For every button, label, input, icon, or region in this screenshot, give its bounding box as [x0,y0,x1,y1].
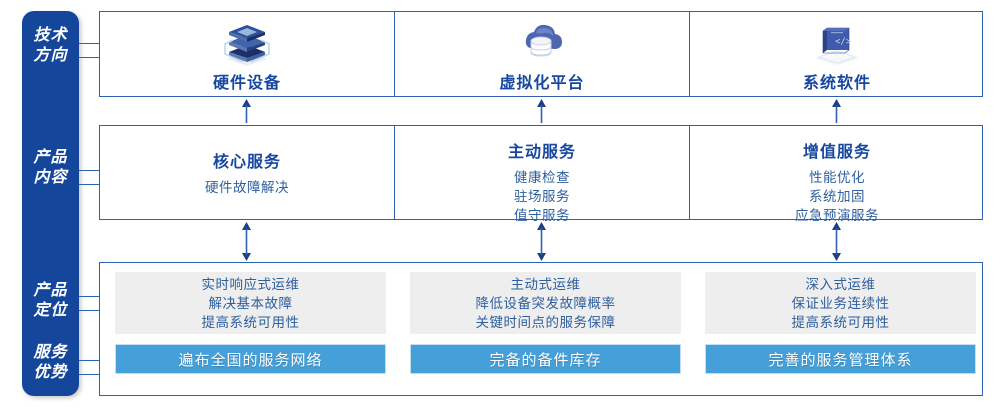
tech-title: 系统软件 [802,75,871,92]
advantage-bar-2[interactable]: 完备的备件库存 [410,344,681,374]
panel-divider [394,126,395,219]
content-item: 值守服务 [514,208,570,223]
content-title: 增值服务 [802,144,871,161]
tech-cell-virtualization[interactable]: 虚拟化平台 [395,12,689,98]
positioning-item: 提高系统可用性 [791,314,890,330]
content-item: 应急预演服务 [795,208,879,223]
cloud-database-icon [514,19,570,67]
positioning-item: 实时响应式运维 [201,276,300,292]
connector-line [79,170,100,171]
arrow-double-value-added [831,222,842,266]
advantage-label: 遍布全国的服务网络 [178,351,323,369]
rail-label-line2: 内容 [33,169,68,186]
connector-line [79,310,100,311]
rail-label-tech-direction: 技术 方向 [22,26,79,66]
rail-label-line1: 产品 [33,149,68,166]
positioning-box-1[interactable]: 实时响应式运维 解决基本故障 提高系统可用性 [115,272,386,334]
positioning-item: 主动式运维 [510,276,581,292]
product-content-panel: 核心服务 硬件故障解决 主动服务 健康检查 驻场服务 值守服务 增值服务 性能优… [99,125,984,223]
tech-title: 虚拟化平台 [499,75,585,92]
positioning-box-3[interactable]: 深入式运维 保证业务连续性 提高系统可用性 [705,272,976,334]
content-item: 健康检查 [514,170,570,185]
tech-title: 硬件设备 [212,75,281,92]
content-title: 主动服务 [507,144,576,161]
bottom-col-3: 深入式运维 保证业务连续性 提高系统可用性 完善的服务管理体系 [705,272,976,374]
panel-divider [394,12,395,96]
rail-label-line2: 优势 [33,364,68,381]
connector-line [79,57,100,58]
arrow-up-virtualization [536,99,547,128]
left-rail [22,11,79,396]
content-cell-value-added-service[interactable]: 增值服务 性能优化 系统加固 应急预演服务 [690,126,984,223]
positioning-item: 解决基本故障 [208,295,293,311]
positioning-item: 深入式运维 [805,276,876,292]
rail-label-line2: 定位 [33,302,68,319]
content-cell-core-service[interactable]: 核心服务 硬件故障解决 [100,126,394,221]
positioning-item: 提高系统可用性 [201,314,300,330]
rail-label-product-content: 产品 内容 [22,148,79,188]
panel-divider [689,126,690,219]
rail-label-product-positioning: 产品 定位 [22,281,79,321]
advantage-label: 完善的服务管理体系 [768,351,913,369]
tech-cell-hardware[interactable]: 硬件设备 [100,12,394,98]
content-title: 核心服务 [212,154,281,171]
content-item: 硬件故障解决 [205,180,289,195]
arrow-double-proactive [536,222,547,266]
connector-line [79,184,100,185]
advantage-label: 完备的备件库存 [489,351,602,369]
rail-label-service-advantage: 服务 优势 [22,343,79,383]
positioning-item: 保证业务连续性 [791,295,890,311]
content-item: 性能优化 [809,170,865,185]
connector-line [79,360,100,361]
server-stack-icon [219,19,275,67]
rail-label-line1: 产品 [33,282,68,299]
connector-line [79,43,100,44]
rail-label-line2: 方向 [33,47,68,64]
panel-divider [689,12,690,96]
arrow-double-core [241,222,252,266]
arrow-up-system-software [831,99,842,128]
connector-line [79,296,100,297]
content-item: 驻场服务 [514,189,570,204]
advantage-bar-1[interactable]: 遍布全国的服务网络 [115,344,386,374]
rail-label-line1: 技术 [33,27,68,44]
connector-line [79,374,100,375]
content-item: 系统加固 [809,189,865,204]
tech-cell-system-software[interactable]: </> 系统软件 [690,12,984,98]
tech-direction-panel: 硬件设备 虚拟化平台 [99,11,983,97]
positioning-box-2[interactable]: 主动式运维 降低设备突发故障概率 关键时间点的服务保障 [410,272,681,334]
bottom-col-1: 实时响应式运维 解决基本故障 提高系统可用性 遍布全国的服务网络 [115,272,386,374]
svg-text:</>: </> [835,37,852,47]
code-laptop-icon: </> [809,19,865,67]
positioning-item: 降低设备突发故障概率 [475,295,616,311]
content-cell-proactive-service[interactable]: 主动服务 健康检查 驻场服务 值守服务 [395,126,689,223]
rail-label-line1: 服务 [33,344,68,361]
positioning-item: 关键时间点的服务保障 [475,314,616,330]
advantage-bar-3[interactable]: 完善的服务管理体系 [705,344,976,374]
arrow-up-hardware [241,99,252,128]
bottom-col-2: 主动式运维 降低设备突发故障概率 关键时间点的服务保障 完备的备件库存 [410,272,681,374]
